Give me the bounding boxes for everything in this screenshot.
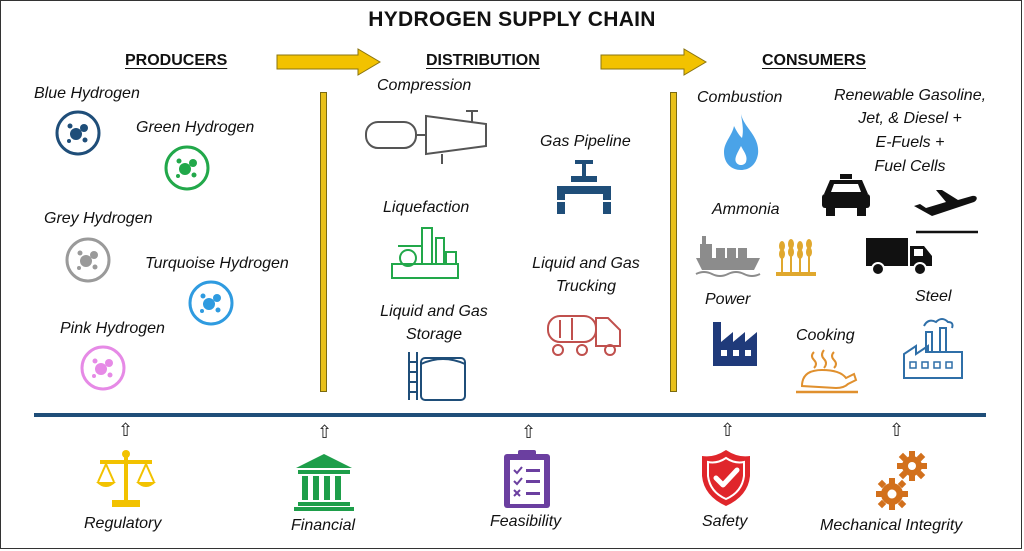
diagram-title: HYDROGEN SUPPLY CHAIN	[368, 8, 656, 31]
enabler-safety-label: Safety	[702, 513, 748, 530]
enabler-mechanical-integrity-label: Mechanical Integrity	[820, 517, 963, 534]
producer-blue-label: Blue Hydrogen	[34, 85, 140, 102]
up-arrow-safety: ⇧	[720, 420, 736, 440]
roast-chicken-icon	[796, 349, 858, 394]
molecule-icon	[188, 280, 234, 326]
trucking-label-line1: Liquid and Gas	[532, 255, 640, 272]
tanker-truck-icon	[547, 315, 621, 356]
heading-producers: PRODUCERS	[125, 52, 228, 69]
producer-turquoise-label: Turquoise Hydrogen	[145, 255, 289, 272]
compression-label: Compression	[377, 77, 472, 94]
factory-icon	[713, 322, 757, 366]
wheat-icon	[776, 239, 816, 276]
arrow-distribution-to-consumers	[600, 48, 707, 76]
fuels-label-line1: Renewable Gasoline,	[833, 87, 987, 104]
molecule-icon	[55, 110, 101, 156]
steel-label: Steel	[915, 288, 952, 305]
fuels-label-line2: Jet, & Diesel +	[858, 110, 962, 127]
airplane-icon	[914, 190, 978, 234]
scales-icon	[96, 450, 156, 507]
liquefaction-plant-icon	[391, 227, 459, 279]
enabler-feasibility-label: Feasibility	[490, 513, 562, 530]
delivery-truck-icon	[866, 238, 932, 276]
car-icon	[822, 174, 870, 216]
producer-pink-label: Pink Hydrogen	[60, 320, 165, 337]
cargo-ship-icon	[695, 236, 761, 277]
compressor-icon	[365, 110, 487, 164]
enabler-regulatory-label: Regulatory	[84, 515, 162, 532]
up-arrow-mechanical-integrity: ⇧	[889, 420, 905, 440]
pipeline-valve-icon	[557, 160, 611, 214]
clipboard-checklist-icon	[504, 450, 550, 508]
flame-icon	[724, 114, 759, 170]
power-label: Power	[705, 291, 751, 308]
up-arrow-financial: ⇧	[317, 422, 333, 442]
producer-grey-label: Grey Hydrogen	[44, 210, 153, 227]
storage-tank-icon	[408, 352, 466, 401]
molecule-icon	[164, 145, 210, 191]
up-arrow-feasibility: ⇧	[521, 422, 537, 442]
fuels-label-line3: E-Fuels +	[875, 134, 945, 151]
steel-mill-icon	[903, 318, 963, 379]
bank-icon	[294, 454, 354, 511]
combustion-label: Combustion	[697, 89, 783, 106]
fuels-label-line4: Fuel Cells	[874, 158, 946, 175]
molecule-icon	[80, 345, 126, 391]
storage-label-line1: Liquid and Gas	[380, 303, 488, 320]
heading-consumers: CONSUMERS	[762, 52, 867, 69]
enabler-financial-label: Financial	[291, 517, 356, 534]
arrow-producers-to-distribution	[276, 48, 381, 76]
heading-distribution: DISTRIBUTION	[426, 52, 540, 69]
separator-right	[670, 92, 677, 392]
divider-line	[34, 413, 986, 417]
gears-icon	[876, 451, 927, 510]
liquefaction-label: Liquefaction	[383, 199, 470, 216]
molecule-icon	[65, 237, 111, 283]
pipeline-label: Gas Pipeline	[540, 133, 631, 150]
separator-left	[320, 92, 327, 392]
ammonia-label: Ammonia	[712, 201, 780, 218]
shield-check-icon	[702, 450, 750, 506]
cooking-label: Cooking	[796, 327, 855, 344]
producer-green-label: Green Hydrogen	[136, 119, 255, 136]
storage-label-line2: Storage	[405, 326, 463, 343]
up-arrow-regulatory: ⇧	[118, 420, 134, 440]
trucking-label-line2: Trucking	[555, 278, 617, 295]
